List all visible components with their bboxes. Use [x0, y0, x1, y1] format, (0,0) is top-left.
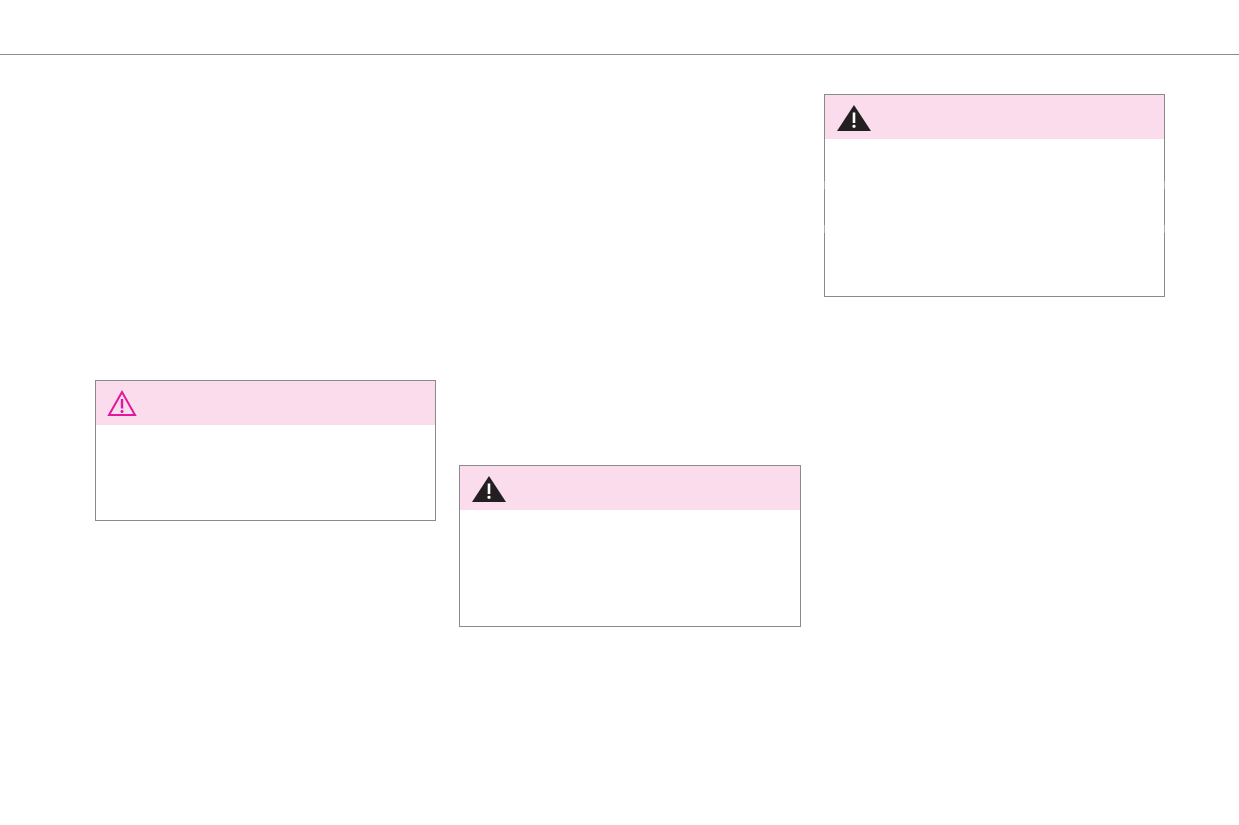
edge-tick [824, 225, 825, 233]
warning-box-3 [824, 94, 1165, 297]
warning-box-3-header [825, 95, 1164, 139]
warning-box-2 [459, 465, 801, 627]
edge-tick [1164, 181, 1165, 189]
warning-box-1 [95, 380, 436, 521]
edge-tick [824, 181, 825, 189]
edge-tick [1164, 225, 1165, 233]
header-rule [0, 54, 1239, 55]
warning-box-1-header [96, 381, 435, 425]
warning-box-2-header [460, 466, 800, 510]
